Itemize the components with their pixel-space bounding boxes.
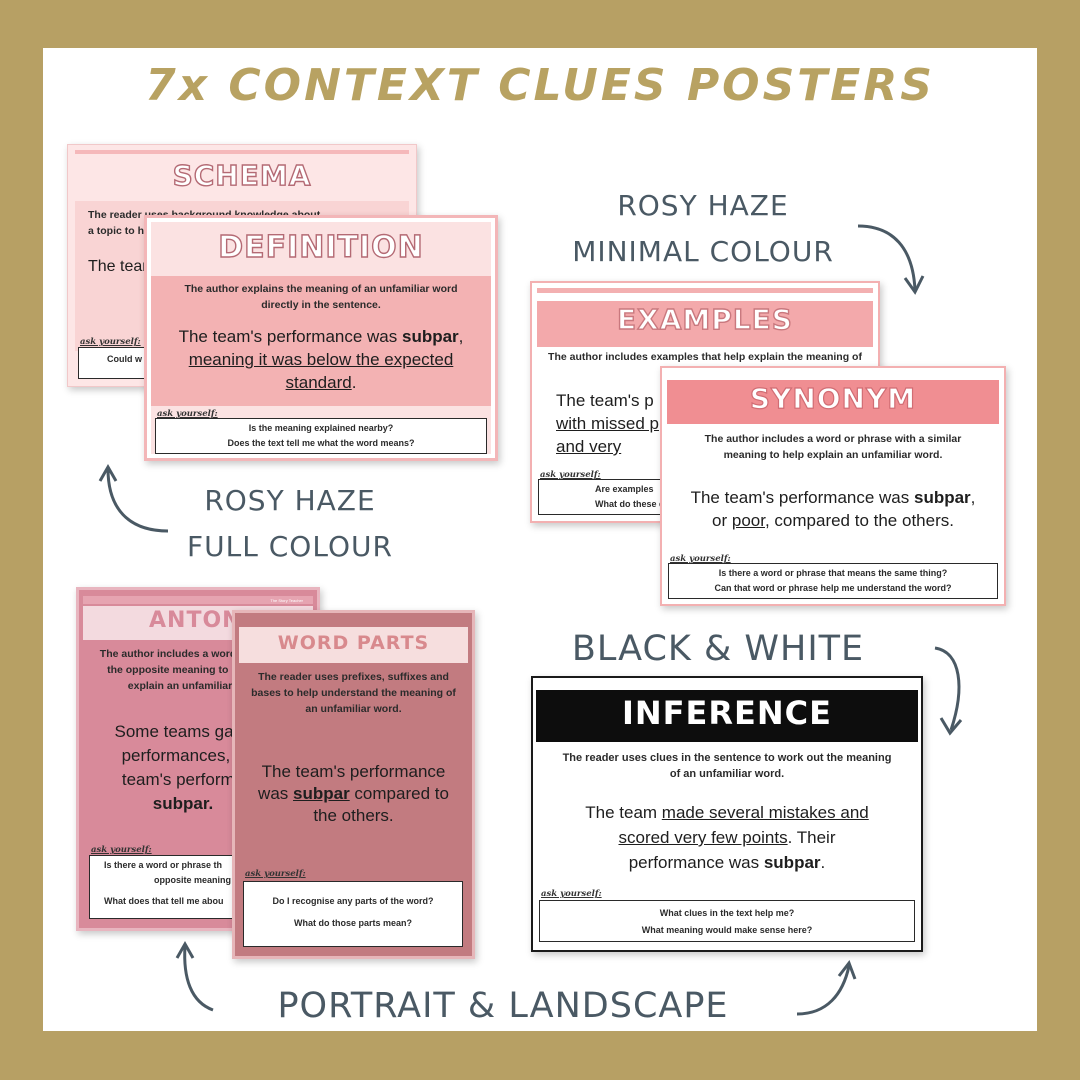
ask-yourself-label: ask yourself: [540, 470, 601, 480]
poster-inference: INFERENCE The reader uses clues in the s… [531, 676, 923, 952]
curved-arrow-icon [98, 463, 169, 533]
poster-description: The reader uses clues in the sentence to… [562, 752, 892, 780]
label-rosy-haze-full: ROSY HAZE FULL COLOUR [187, 484, 393, 563]
question-text: What meaning would make sense here? [641, 925, 813, 935]
question-text: What do these e [595, 499, 665, 509]
question-text: Do I recognise any parts of the word? [272, 896, 434, 906]
question-text: Is the meaning explained nearby? [248, 423, 394, 433]
poster-title: WORD PARTS [277, 632, 430, 654]
question-text: Does the text tell me what the word mean… [227, 438, 415, 448]
poster-title: DEFINITION [218, 229, 424, 265]
poster-description: The reader uses prefixes, suffixes and b… [251, 671, 456, 715]
poster-description: The author includes examples that help e… [548, 351, 862, 363]
poster-definition: DEFINITION The author explains the meani… [144, 215, 498, 461]
curved-arrow-icon [175, 940, 214, 1012]
question-text: Is there a word or phrase that means the… [718, 568, 948, 578]
ask-yourself-label: ask yourself: [157, 409, 218, 419]
label-portrait-landscape: PORTRAIT & LANDSCAPE OPTION [277, 986, 729, 1026]
curved-arrow-icon [857, 224, 925, 295]
poster-example: The team's performance was subpar compar… [258, 762, 449, 825]
question-text: Are examples [595, 484, 654, 494]
question-text: Could w [107, 354, 142, 364]
question-text: opposite meaning [154, 875, 232, 885]
question-text: What clues in the text help me? [659, 908, 795, 918]
question-text: What does that tell me abou [104, 896, 224, 906]
poster-example: The team's p with missed p and very [556, 391, 659, 456]
poster-synonym: SYNONYM The author includes a word or ph… [660, 366, 1006, 606]
ask-yourself-label: ask yourself: [80, 337, 141, 347]
poster-collage: 7x CONTEXT CLUES POSTERS SCHEMA The read… [43, 48, 1037, 1031]
poster-word-parts: WORD PARTS The reader uses prefixes, suf… [232, 610, 475, 959]
ask-yourself-label: ask yourself: [541, 889, 602, 899]
curved-arrow-icon [934, 646, 963, 736]
question-box: Is the meaning explained nearby? Does th… [155, 418, 487, 454]
ask-yourself-label: ask yourself: [670, 554, 731, 564]
poster-example: The team's performance was subpar, or po… [690, 488, 976, 530]
poster-example: Some teams gave performances, b team's p… [114, 722, 252, 813]
label-rosy-haze-minimal: ROSY HAZE MINIMAL COLOUR [572, 189, 834, 268]
curved-arrow-icon [796, 959, 857, 1016]
question-box: Is there a word or phrase that means the… [668, 563, 998, 599]
page-title: 7x CONTEXT CLUES POSTERS [145, 60, 935, 111]
brand-text: The Story Teacher [270, 598, 303, 603]
poster-title: SYNONYM [749, 381, 917, 415]
poster-example: The team's performance was subpar, meani… [178, 327, 464, 392]
poster-example: The team made several mistakes and score… [585, 803, 869, 872]
poster-description: The author includes a word or phrase wit… [704, 433, 962, 461]
question-text: Is there a word or phrase th [104, 860, 223, 870]
poster-title: SCHEMA [172, 158, 312, 192]
question-text: Can that word or phrase help me understa… [714, 583, 952, 593]
question-box: What clues in the text help me? What mea… [539, 900, 915, 942]
question-text: What do those parts mean? [293, 918, 412, 928]
poster-title: EXAMPLES [616, 302, 793, 336]
ask-yourself-label: ask yourself: [245, 869, 306, 879]
poster-title: INFERENCE [621, 694, 833, 732]
ask-yourself-label: ask yourself: [91, 845, 152, 855]
poster-description: The author explains the meaning of an un… [184, 283, 458, 311]
poster-description: The author includes a word with the oppo… [99, 648, 261, 692]
question-box: Do I recognise any parts of the word? Wh… [243, 881, 463, 947]
